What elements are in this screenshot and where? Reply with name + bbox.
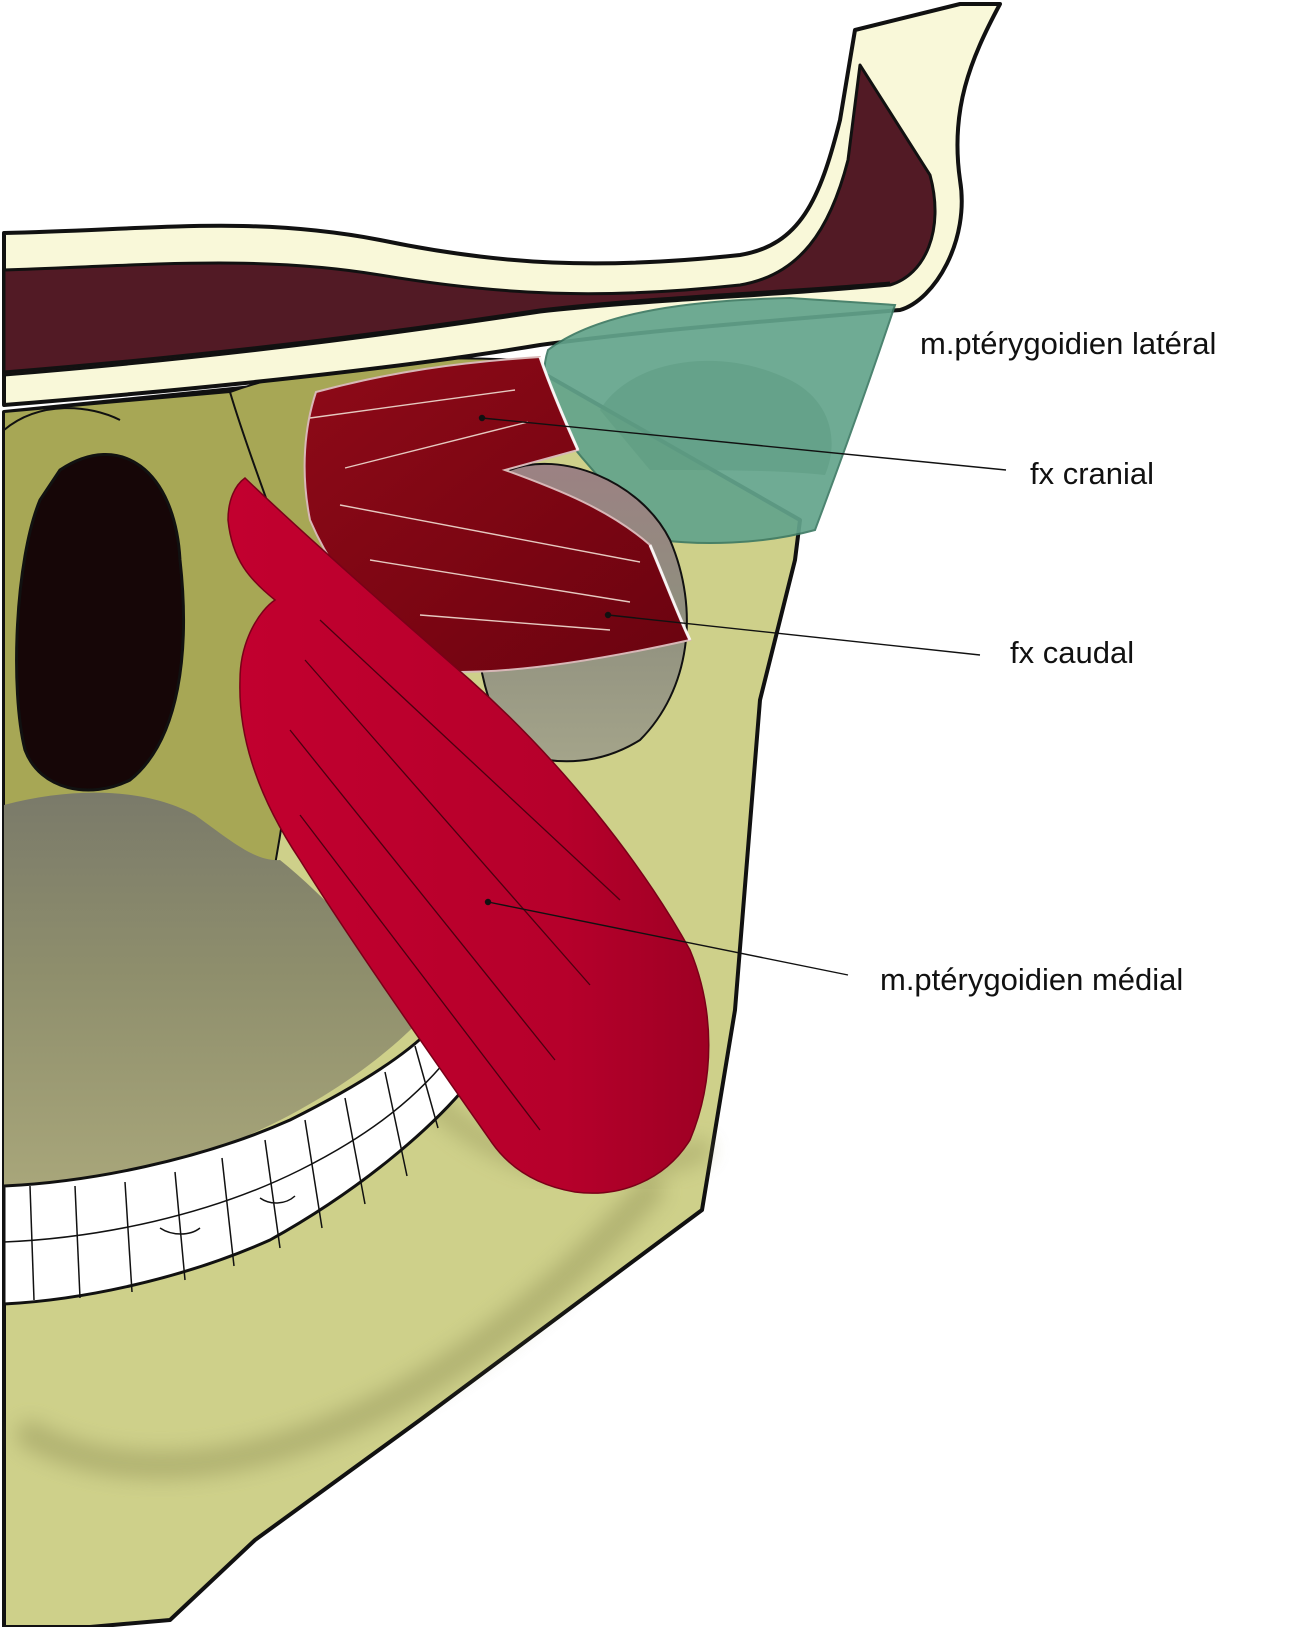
oral-cavity bbox=[4, 792, 430, 1185]
nasal-cavity bbox=[15, 453, 185, 792]
cranial-fascicle-fibers bbox=[309, 389, 641, 631]
cranial-fascicle-edge bbox=[538, 356, 692, 641]
leader-line-caudal bbox=[607, 614, 981, 656]
cavity-rim bbox=[3, 407, 121, 431]
skull-base-inner-line bbox=[3, 281, 891, 374]
label-fx-caudal: fx caudal bbox=[1010, 635, 1134, 670]
leader-line-cranial bbox=[481, 417, 1007, 471]
mandible-ridge-shadow bbox=[16, 1176, 664, 1479]
medial-pterygoid-fibers bbox=[289, 619, 621, 1131]
label-medial-pterygoid: m.ptérygoidien médial bbox=[880, 962, 1183, 997]
leader-line-medial bbox=[487, 901, 849, 976]
medial-pterygoid-muscle bbox=[227, 477, 710, 1194]
label-fx-cranial: fx cranial bbox=[1030, 456, 1154, 491]
label-lateral-pterygoid: m.ptérygoidien latéral bbox=[920, 326, 1216, 361]
leader-lines bbox=[478, 414, 1007, 976]
